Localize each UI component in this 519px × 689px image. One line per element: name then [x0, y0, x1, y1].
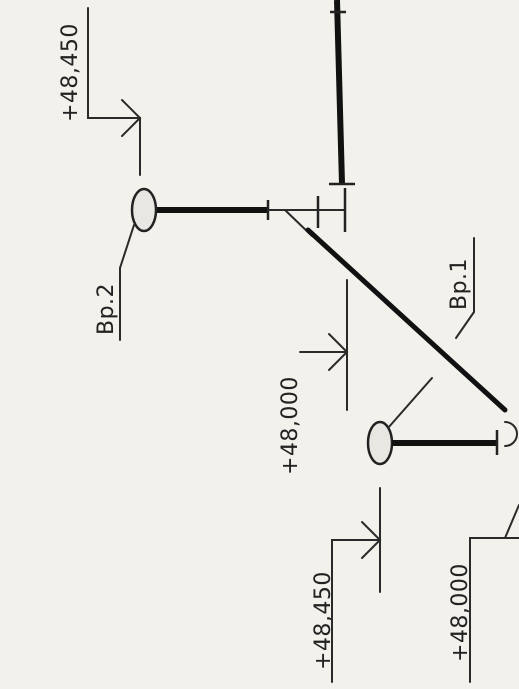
elevation-marker-bottom-right: +48,000 [448, 504, 519, 683]
valve-1-leader [387, 377, 433, 429]
elevation-marker-middle: +48,000 [278, 279, 349, 475]
pipe-upper-branch [157, 200, 270, 220]
valve-1 [366, 377, 433, 466]
valve-2 [119, 187, 158, 269]
elevation-label-middle: +48,000 [278, 376, 303, 475]
tag-branch-2: Вр.2 [94, 267, 121, 341]
tag-branch-1: Вр.1 [447, 237, 475, 339]
tag-branch-2-label: Вр.2 [94, 283, 119, 335]
pipe-tee-fitting [267, 188, 347, 237]
elevation-marker-bottom-left: +48,450 [311, 487, 382, 683]
pipe-lower-branch [392, 421, 518, 455]
elevation-marker-top-left: +48,450 [58, 7, 142, 176]
tag-branch-1-label: Вр.1 [447, 258, 472, 310]
elevation-label-bottom-right: +48,000 [448, 563, 473, 662]
valve-2-leader [119, 224, 135, 269]
pipe-diagonal [305, 227, 508, 413]
elevation-label-top-left: +48,450 [58, 23, 83, 122]
pipe-vertical-top [329, 0, 355, 186]
